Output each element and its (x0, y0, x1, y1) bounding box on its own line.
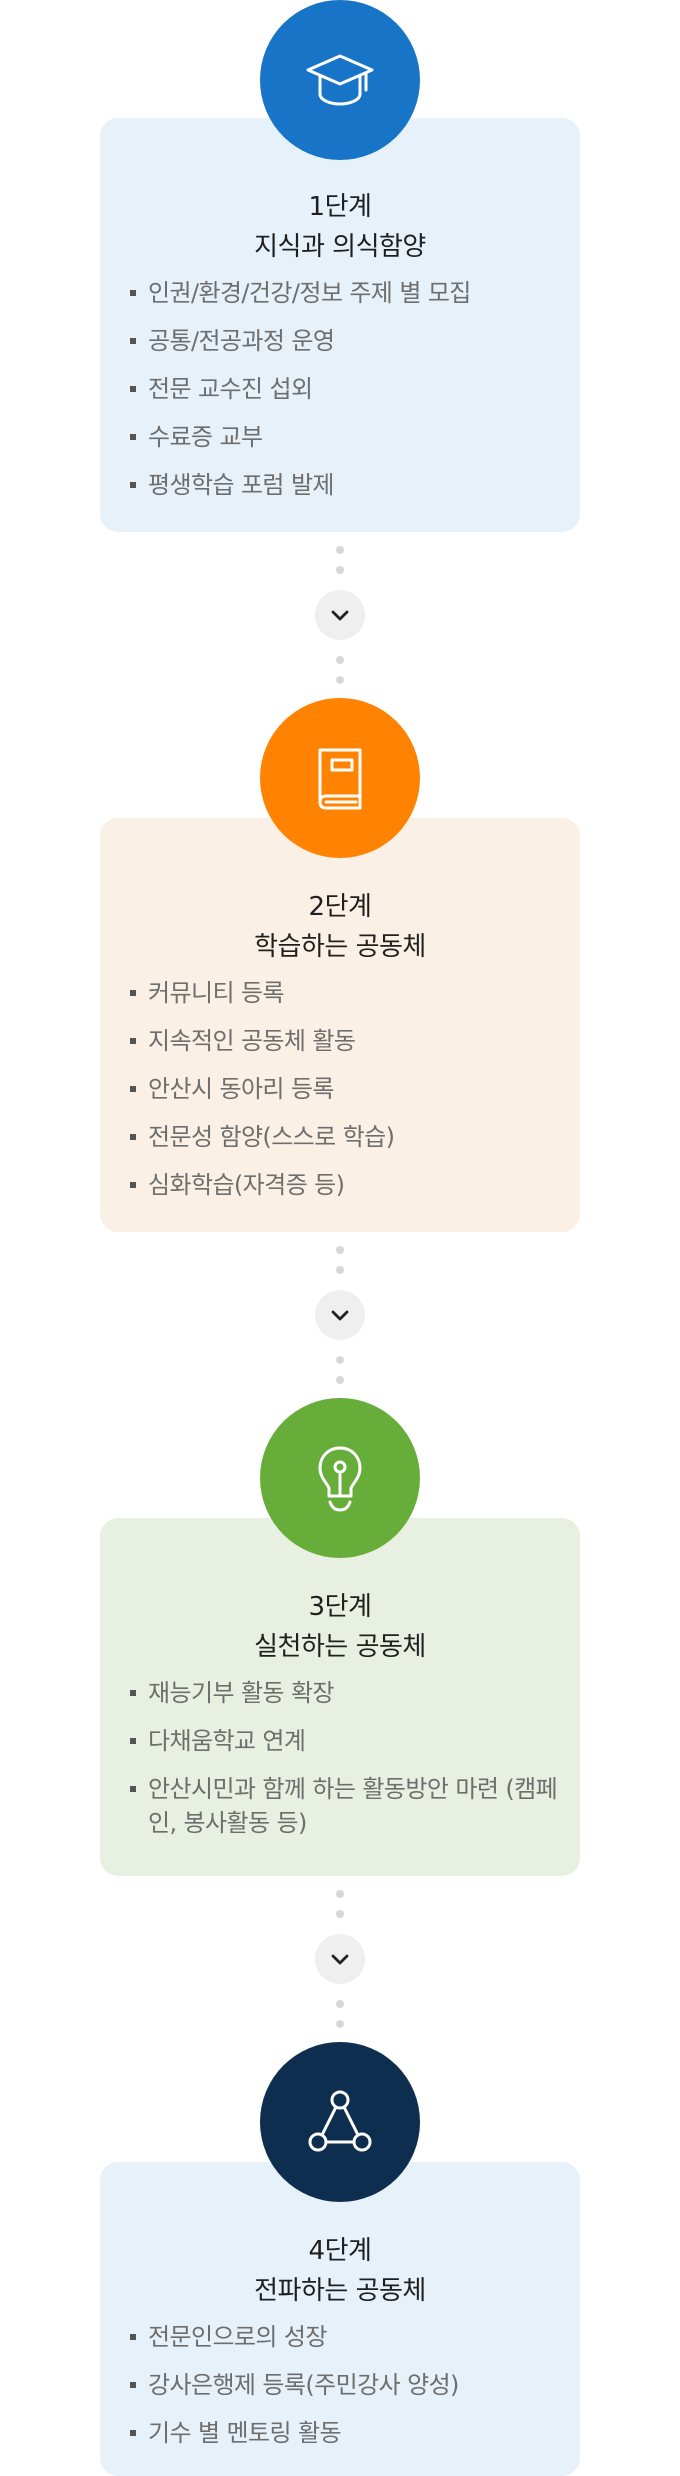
list-item: 전문 교수진 섭외 (128, 372, 560, 406)
next-step-chevron (315, 590, 365, 640)
connector-dot (336, 1356, 344, 1364)
chevron-down-icon (331, 610, 349, 621)
list-item: 전문인으로의 성장 (128, 2320, 560, 2354)
connector-dot (336, 1890, 344, 1898)
step-card-4: 4단계 전파하는 공동체 전문인으로의 성장 강사은행제 등록(주민강사 양성)… (100, 2162, 580, 2476)
graduation-cap-icon (306, 54, 374, 106)
chevron-down-icon (331, 1310, 349, 1321)
list-item: 기수 별 멘토링 활동 (128, 2416, 560, 2450)
network-icon (308, 2090, 372, 2152)
step-title: 실천하는 공동체 (254, 1632, 426, 1662)
connector-dot (336, 566, 344, 574)
list-item: 재능기부 활동 확장 (128, 1676, 560, 1710)
book-icon (318, 748, 362, 810)
step-title: 학습하는 공동체 (254, 932, 426, 962)
list-item: 전문성 함양(스스로 학습) (128, 1120, 560, 1154)
list-item: 안산시 동아리 등록 (128, 1072, 560, 1106)
step-item-list: 전문인으로의 성장 강사은행제 등록(주민강사 양성) 기수 별 멘토링 활동 (128, 2320, 560, 2464)
lightbulb-icon (318, 1446, 362, 1512)
list-item: 커뮤니티 등록 (128, 976, 560, 1010)
chevron-down-icon (331, 1954, 349, 1965)
connector-dot (336, 676, 344, 684)
list-item: 인권/환경/건강/정보 주제 별 모집 (128, 276, 560, 310)
next-step-chevron (315, 1290, 365, 1340)
connector-dot (336, 1376, 344, 1384)
step-label: 4단계 (308, 2236, 372, 2266)
step-label: 2단계 (308, 892, 372, 922)
next-step-chevron (315, 1934, 365, 1984)
list-item: 심화학습(자격증 등) (128, 1168, 560, 1202)
list-item: 지속적인 공동체 활동 (128, 1024, 560, 1058)
step-card-1: 1단계 지식과 의식함양 인권/환경/건강/정보 주제 별 모집 공통/전공과정… (100, 118, 580, 532)
list-item: 다채움학교 연계 (128, 1724, 560, 1758)
connector-dot (336, 1266, 344, 1274)
connector-dot (336, 656, 344, 664)
step-title: 전파하는 공동체 (254, 2276, 426, 2306)
step-card-2: 2단계 학습하는 공동체 커뮤니티 등록 지속적인 공동체 활동 안산시 동아리… (100, 818, 580, 1232)
list-item: 공통/전공과정 운영 (128, 324, 560, 358)
connector-dot (336, 2000, 344, 2008)
step-circle-3 (260, 1398, 420, 1558)
connector-dot (336, 1910, 344, 1918)
step-circle-2 (260, 698, 420, 858)
step-circle-4 (260, 2042, 420, 2202)
connector-dot (336, 546, 344, 554)
step-circle-1 (260, 0, 420, 160)
step-label: 1단계 (308, 192, 372, 222)
connector-dot (336, 1246, 344, 1254)
connector-dot (336, 2020, 344, 2028)
step-item-list: 인권/환경/건강/정보 주제 별 모집 공통/전공과정 운영 전문 교수진 섭외… (128, 276, 560, 516)
list-item: 수료증 교부 (128, 420, 560, 454)
step-label: 3단계 (308, 1592, 372, 1622)
step-item-list: 커뮤니티 등록 지속적인 공동체 활동 안산시 동아리 등록 전문성 함양(스스… (128, 976, 560, 1216)
step-item-list: 재능기부 활동 확장 다채움학교 연계 안산시민과 함께 하는 활동방안 마련 … (128, 1676, 560, 1854)
list-item: 안산시민과 함께 하는 활동방안 마련 (캠페인, 봉사활동 등) (128, 1772, 560, 1840)
list-item: 평생학습 포럼 발제 (128, 468, 560, 502)
step-card-3: 3단계 실천하는 공동체 재능기부 활동 확장 다채움학교 연계 안산시민과 함… (100, 1518, 580, 1876)
list-item: 강사은행제 등록(주민강사 양성) (128, 2368, 560, 2402)
step-title: 지식과 의식함양 (254, 232, 426, 262)
